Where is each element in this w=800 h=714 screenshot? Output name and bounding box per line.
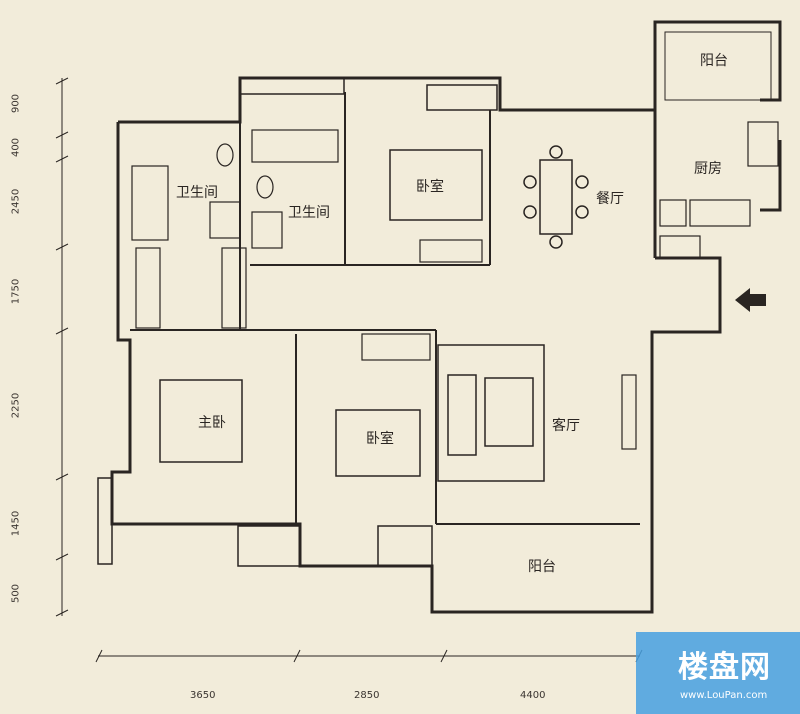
balcony-top-outline bbox=[664, 31, 772, 101]
watermark-url: www.LouPan.com bbox=[680, 690, 768, 701]
bath-fixtures bbox=[131, 129, 339, 249]
room-label-balcony-bottom: 阳台 bbox=[528, 559, 556, 575]
dim-left-400: 400 bbox=[10, 137, 22, 158]
interior-walls bbox=[130, 92, 656, 525]
entry-arrow-icon bbox=[735, 288, 766, 312]
room-label-balcony-top: 阳台 bbox=[700, 53, 728, 69]
room-label-dining: 餐厅 bbox=[596, 191, 624, 207]
dining-table bbox=[523, 145, 589, 249]
dim-left-2450: 2450 bbox=[10, 188, 22, 215]
living-sofa bbox=[437, 344, 545, 482]
beds bbox=[159, 149, 483, 477]
left-dimension-ticks bbox=[55, 77, 69, 617]
watermark-logo bbox=[636, 632, 800, 714]
room-label-bath-left: 卫生间 bbox=[176, 185, 218, 201]
room-label-master-bedroom: 主卧 bbox=[198, 415, 226, 431]
dim-left-2250: 2250 bbox=[10, 392, 22, 419]
dim-bottom-2850: 2850 bbox=[354, 690, 380, 701]
room-label-bedroom-top: 卧室 bbox=[416, 179, 444, 195]
room-label-living-room: 客厅 bbox=[552, 418, 580, 434]
dim-bottom-4400: 4400 bbox=[520, 690, 546, 701]
dim-left-1450: 1450 bbox=[10, 510, 22, 537]
dim-left-1750: 1750 bbox=[10, 278, 22, 305]
dim-left-500: 500 bbox=[10, 583, 22, 604]
room-label-bedroom-middle: 卧室 bbox=[366, 431, 394, 447]
windows bbox=[97, 77, 498, 567]
room-label-bath-right: 卫生间 bbox=[288, 205, 330, 221]
tv-cabinet bbox=[621, 374, 637, 450]
room-label-kitchen: 厨房 bbox=[694, 161, 722, 177]
kitchen-counter bbox=[659, 121, 779, 259]
dim-left-900: 900 bbox=[10, 93, 22, 114]
watermark-brand: 楼盘网 bbox=[678, 650, 771, 685]
closets bbox=[135, 239, 483, 361]
dim-bottom-3650: 3650 bbox=[190, 690, 216, 701]
